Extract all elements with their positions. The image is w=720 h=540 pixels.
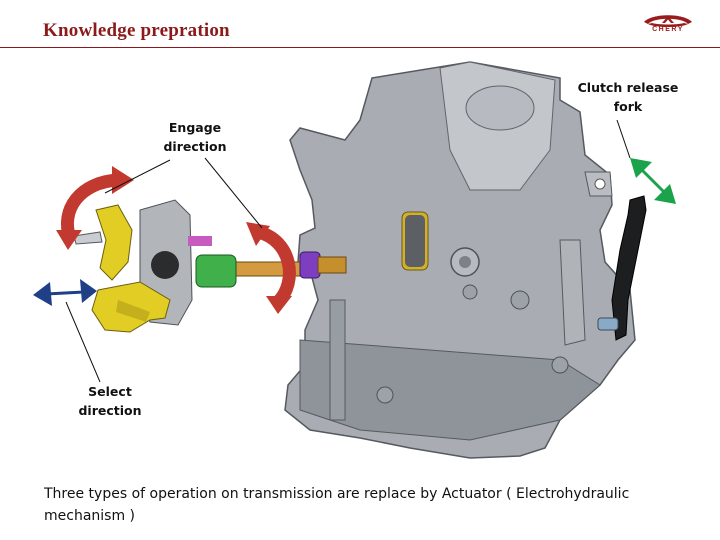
engage-direction-label: Engage direction [150,118,240,156]
select-label-line2: direction [78,403,142,418]
select-direction-label: Select direction [64,382,156,420]
engage-label-line2: direction [163,139,227,154]
chery-logo-icon [644,15,692,27]
logo-wordmark: CHERY [652,26,684,33]
slide-caption: Three types of operation on transmission… [44,483,684,527]
engage-label-line1: Engage [168,120,222,135]
select-direction-arrow-icon [33,279,97,306]
title-divider [0,47,720,48]
clutch-direction-arrow-icon [630,158,676,204]
caption-line2: mechanism ) [44,508,136,524]
clutch-release-fork [597,195,647,341]
leader-lines [65,119,631,383]
clutch-label-line1: Clutch release [577,80,679,95]
clutch-release-fork-label: Clutch release fork [568,78,688,116]
gearbox-housing [284,61,636,459]
caption-line1: Three types of operation on transmission… [44,486,630,502]
clutch-label-line2: fork [613,99,643,114]
engage-rotation-arrow-right-icon [246,222,296,314]
slide-title: Knowledge prepration [43,20,230,41]
select-label-line1: Select [88,384,132,399]
actuator-assembly [73,199,347,333]
